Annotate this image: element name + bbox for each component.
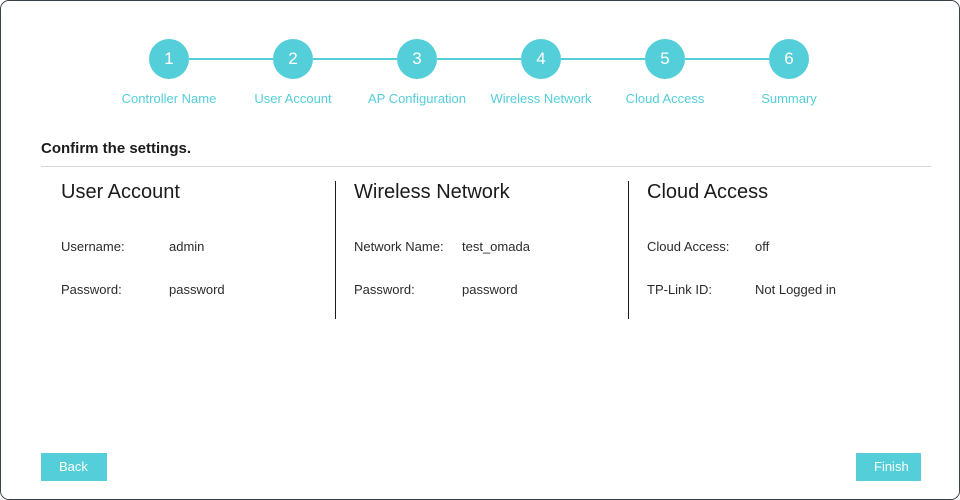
- summary-column-user-account: User Account Username: admin Password: p…: [61, 181, 326, 297]
- summary-column-cloud-access: Cloud Access Cloud Access: off TP-Link I…: [647, 181, 927, 297]
- heading-divider: [41, 166, 931, 167]
- stepper-label-2: User Account: [254, 91, 332, 106]
- stepper-circle-4: 4: [521, 39, 561, 79]
- summary-panel: User Account Username: admin Password: p…: [1, 181, 959, 321]
- summary-row-label: Network Name:: [354, 239, 444, 254]
- summary-row: Network Name: test_omada: [354, 239, 530, 254]
- summary-column-title: Cloud Access: [647, 181, 769, 203]
- summary-row-value: test_omada: [462, 239, 530, 254]
- summary-row-value: password: [462, 282, 518, 297]
- stepper-step-6[interactable]: 6 Summary: [727, 39, 851, 106]
- summary-row: Username: admin: [61, 239, 204, 254]
- summary-row-label: Username:: [61, 239, 125, 254]
- stepper-connector-3-4: [437, 58, 521, 60]
- summary-row-label: Password:: [354, 282, 415, 297]
- stepper-circle-1: 1: [149, 39, 189, 79]
- stepper-step-5[interactable]: 5 Cloud Access: [603, 39, 727, 106]
- page-title: Confirm the settings.: [41, 140, 192, 157]
- summary-column-title: Wireless Network: [354, 181, 510, 203]
- wizard-stepper: 1 Controller Name 2 User Account 3 AP Co…: [1, 1, 959, 121]
- back-button[interactable]: Back: [41, 453, 107, 481]
- summary-row: Password: password: [61, 282, 225, 297]
- summary-row: TP-Link ID: Not Logged in: [647, 282, 836, 297]
- column-divider-2: [628, 181, 629, 319]
- stepper-step-4[interactable]: 4 Wireless Network: [479, 39, 603, 106]
- summary-row-label: TP-Link ID:: [647, 282, 713, 297]
- stepper-connector-1-2: [189, 58, 273, 60]
- stepper-label-3: AP Configuration: [367, 91, 467, 106]
- stepper-connector-4-5: [561, 58, 645, 60]
- stepper-step-3[interactable]: 3 AP Configuration: [355, 39, 479, 106]
- summary-row-value: admin: [169, 239, 205, 254]
- summary-row: Password: password: [354, 282, 518, 297]
- stepper-connector-2-3: [313, 58, 397, 60]
- stepper-label-1: Controller Name: [121, 91, 217, 106]
- summary-row: Cloud Access: off: [647, 239, 769, 254]
- column-divider-1: [335, 181, 336, 319]
- summary-row-label: Password:: [61, 282, 122, 297]
- summary-row-value: Not Logged in: [755, 282, 836, 297]
- stepper-step-1[interactable]: 1 Controller Name: [107, 39, 231, 106]
- stepper-label-5: Cloud Access: [625, 91, 705, 106]
- summary-row-value: password: [169, 282, 225, 297]
- summary-column-title: User Account: [61, 181, 180, 203]
- stepper-circle-5: 5: [645, 39, 685, 79]
- stepper-step-2[interactable]: 2 User Account: [231, 39, 355, 106]
- stepper-connector-5-6: [685, 58, 769, 60]
- stepper-circle-6: 6: [769, 39, 809, 79]
- stepper-circle-2: 2: [273, 39, 313, 79]
- stepper-label-6: Summary: [761, 91, 817, 106]
- stepper-label-4: Wireless Network: [490, 91, 592, 106]
- summary-row-value: off: [755, 239, 770, 254]
- summary-row-label: Cloud Access:: [647, 239, 730, 254]
- stepper-circle-3: 3: [397, 39, 437, 79]
- finish-button[interactable]: Finish: [856, 453, 921, 481]
- summary-column-wireless-network: Wireless Network Network Name: test_omad…: [354, 181, 619, 297]
